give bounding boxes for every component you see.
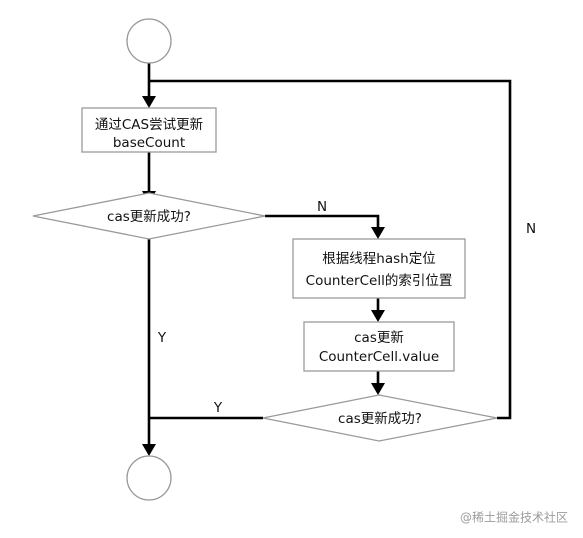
- arrowhead-to-bottom-decision: [371, 383, 385, 395]
- update-base-count-line1: 通过CAS尝试更新: [95, 117, 203, 133]
- edge-label-top-no: N: [317, 199, 327, 215]
- end-node: [126, 455, 172, 501]
- update-cell-value-line2: CounterCell.value: [319, 349, 439, 365]
- locate-cell-box: [292, 238, 466, 299]
- locate-cell-line1: 根据线程hash定位: [322, 251, 435, 267]
- locate-cell-line2: CounterCell的索引位置: [306, 273, 453, 289]
- update-cell-value-line1: cas更新: [354, 330, 404, 346]
- top-decision-diamond: [32, 192, 266, 240]
- edge-label-top-yes: Y: [157, 330, 167, 346]
- arrowhead-to-update-cell: [371, 310, 385, 322]
- top-decision-text: cas更新成功?: [107, 209, 191, 225]
- bottom-decision-diamond: [262, 394, 498, 442]
- connector-top-no: [265, 214, 380, 229]
- arrowhead-to-update: [142, 96, 156, 108]
- edge-label-bottom-yes: Y: [213, 400, 223, 416]
- start-node: [126, 18, 172, 64]
- connectors: [147, 63, 512, 446]
- watermark: @稀土掘金技术社区: [460, 510, 568, 525]
- update-base-count-box: [81, 107, 217, 153]
- edge-label-bottom-no: N: [526, 221, 536, 237]
- arrowhead-to-end: [142, 444, 156, 456]
- update-cell-value-box: [303, 321, 455, 372]
- connector-retry-loop: [149, 79, 512, 420]
- arrowhead-to-locate: [371, 227, 385, 239]
- update-base-count-line2: baseCount: [113, 135, 185, 151]
- bottom-decision-text: cas更新成功?: [338, 411, 422, 427]
